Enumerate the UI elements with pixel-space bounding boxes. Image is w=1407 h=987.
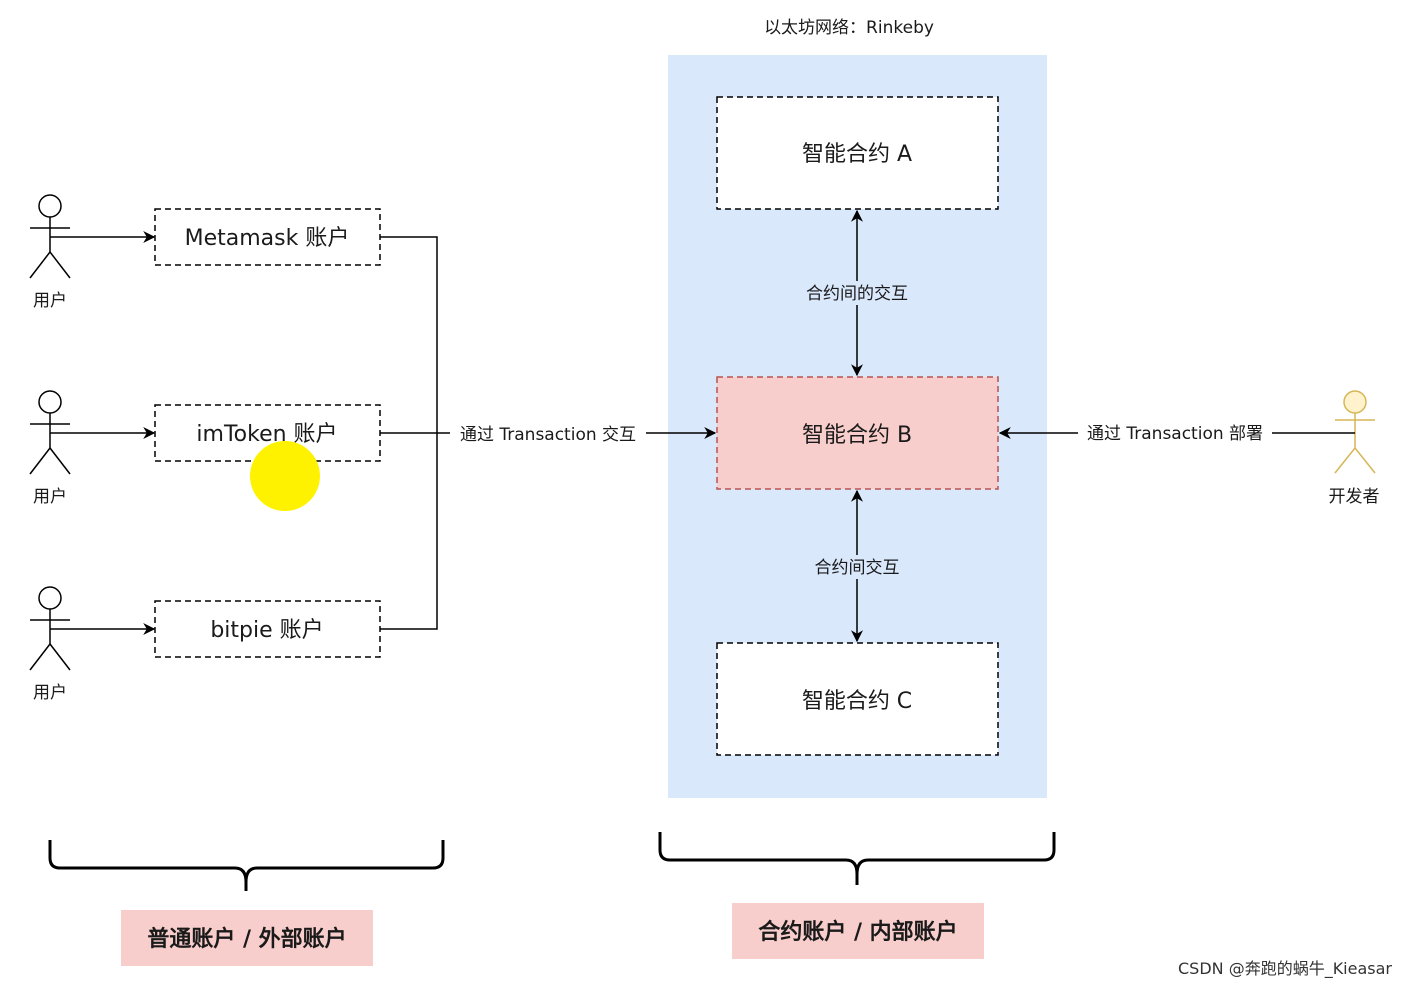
account-box-metamask: Metamask 账户 [154, 208, 381, 266]
account-label-bitpie: bitpie 账户 [210, 618, 323, 643]
contract-accounts-label: 合约账户 / 内部账户 [758, 919, 957, 945]
contract-b-box: 智能合约 B [716, 376, 999, 490]
account-label-imtoken: imToken 账户 [196, 422, 337, 447]
network-title: 以太坊网络：Rinkeby [764, 18, 934, 38]
account-box-imtoken: imToken 账户 [154, 404, 381, 462]
contract-b-label: 智能合约 B [802, 423, 912, 448]
users-to-b-label: 通过 Transaction 交互 [460, 425, 636, 445]
account-box-bitpie: bitpie 账户 [154, 600, 381, 658]
contract-accounts-brace [658, 832, 1056, 885]
developer-label: 开发者 [1329, 487, 1380, 507]
contract-a-label: 智能合约 A [802, 142, 912, 167]
user-label-3: 用户 [33, 683, 67, 703]
contract-a-box: 智能合约 A [716, 96, 999, 210]
external-accounts-label: 普通账户 / 外部账户 [147, 926, 346, 952]
developer-to-b-label: 通过 Transaction 部署 [1087, 424, 1263, 444]
contract-accounts-badge [732, 903, 984, 959]
contract-c-box: 智能合约 C [716, 642, 999, 756]
account-label-metamask: Metamask 账户 [185, 226, 350, 251]
b-c-label: 合约间交互 [815, 558, 900, 578]
watermark: CSDN @奔跑的蜗牛_Kieasar [1178, 959, 1392, 979]
user-label-1: 用户 [33, 291, 67, 311]
contract-c-label: 智能合约 C [802, 689, 912, 714]
user-actor-1 [29, 194, 71, 279]
user-actor-2 [29, 390, 71, 475]
user-label-2: 用户 [33, 487, 67, 507]
external-accounts-brace [48, 840, 445, 891]
external-accounts-badge [121, 910, 373, 966]
cursor-highlight [250, 441, 320, 511]
a-b-label: 合约间的交互 [806, 284, 908, 304]
user-actor-3 [29, 586, 71, 671]
developer-actor [1334, 390, 1376, 474]
